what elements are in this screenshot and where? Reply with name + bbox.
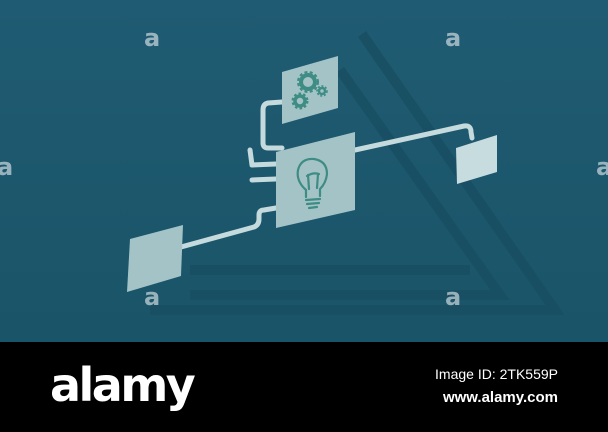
watermark-logo: a bbox=[596, 153, 608, 181]
connector-bulb-to-right bbox=[352, 123, 475, 153]
image-id-label: Image ID: 2TK559P bbox=[435, 366, 558, 382]
lightbulb-icon bbox=[296, 157, 329, 210]
gears-icon bbox=[291, 71, 328, 110]
watermark-logo: a bbox=[445, 24, 462, 52]
shadow-shapes bbox=[150, 31, 565, 315]
watermark-logo: a bbox=[445, 283, 462, 311]
watermark-logo: a bbox=[144, 24, 161, 52]
connector-left-to-bulb bbox=[178, 205, 279, 250]
left-blank-box bbox=[127, 225, 183, 292]
connector-left-step bbox=[247, 147, 279, 168]
gears-box bbox=[282, 56, 338, 124]
connector-gears-to-bulb bbox=[260, 99, 285, 151]
right-blank-box bbox=[456, 135, 497, 184]
brand-logo: alamy bbox=[50, 358, 196, 412]
watermark-logo: a bbox=[144, 283, 161, 311]
connector-mid-extra bbox=[249, 176, 279, 183]
lightbulb-box bbox=[276, 132, 355, 228]
site-url: www.alamy.com bbox=[442, 389, 558, 406]
watermark-logo: a bbox=[0, 153, 14, 181]
flowchart-diagram bbox=[0, 0, 608, 342]
animation-frame bbox=[0, 0, 608, 342]
connector-lines bbox=[178, 99, 475, 250]
footer-bar bbox=[0, 342, 608, 432]
